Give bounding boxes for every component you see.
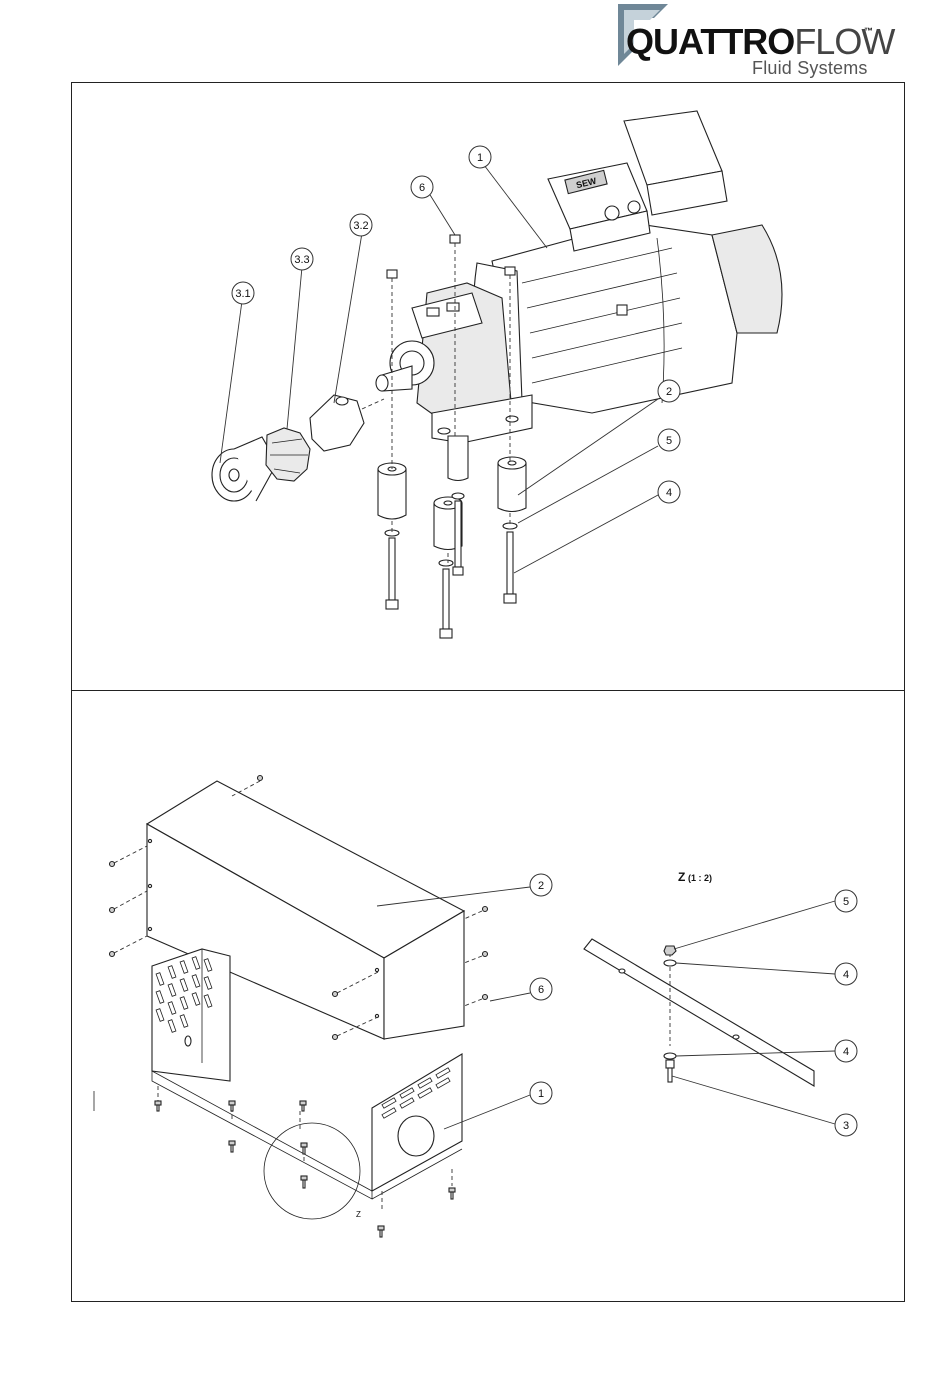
nut-middle (450, 235, 460, 243)
motor-assembly-drawing: SEW (72, 83, 906, 693)
svg-text:4: 4 (843, 1046, 849, 1058)
coupling-spider-3-3 (266, 428, 310, 481)
svg-text:3.1: 3.1 (235, 288, 250, 300)
svg-text:5: 5 (666, 435, 672, 447)
callout-5: 5 (658, 429, 680, 451)
callout-1: 1 (530, 1082, 552, 1104)
logo-brand-light: FLOW (794, 21, 894, 62)
svg-text:1: 1 (538, 1088, 544, 1100)
detail-scale: (1 : 2) (688, 873, 712, 883)
spacer-left (378, 463, 406, 519)
svg-text:3.3: 3.3 (294, 254, 309, 266)
spacer-back (448, 436, 468, 481)
svg-text:4: 4 (843, 969, 849, 981)
svg-text:4: 4 (666, 487, 672, 499)
nut-left (387, 270, 397, 278)
detail-callout-4-upper: 4 (835, 963, 857, 985)
callout-2: 2 (658, 380, 680, 402)
svg-text:3.2: 3.2 (353, 220, 368, 232)
motor-assembly-panel: SEW (71, 82, 905, 692)
detail-z-marker: Z (264, 1123, 361, 1219)
svg-text:3: 3 (843, 1120, 849, 1132)
bolt-left (385, 530, 399, 609)
detail-callout-5: 5 (835, 890, 857, 912)
svg-text:2: 2 (666, 386, 672, 398)
svg-text:Z: Z (356, 1210, 361, 1219)
callout-3-2: 3.2 (350, 214, 372, 236)
logo-brand-bold: QUATTRO (626, 21, 794, 62)
svg-text:1: 1 (477, 152, 483, 164)
detail-title: Z (678, 870, 685, 884)
guard-assembly-panel: Z 2 6 1 Z (1 : 2) 5 (71, 690, 905, 1302)
logo-trademark: ™ (864, 26, 873, 36)
detail-callout-3: 3 (835, 1114, 857, 1136)
svg-text:2: 2 (538, 880, 544, 892)
quattroflow-logo: QUATTROFLOW ™ Fluid Systems (614, 0, 904, 80)
callout-6: 6 (530, 978, 552, 1000)
guard-assembly-drawing: Z 2 6 1 Z (1 : 2) 5 (72, 691, 906, 1303)
motor-body: SEW (473, 111, 782, 413)
callout-2: 2 (530, 874, 552, 896)
callout-6: 6 (411, 176, 433, 198)
coupling-hub-3-2 (310, 395, 364, 451)
detail-callout-4-lower: 4 (835, 1040, 857, 1062)
spacer-right (498, 457, 526, 512)
callout-3-3: 3.3 (291, 248, 313, 270)
callout-4: 4 (658, 481, 680, 503)
logo-subtitle: Fluid Systems (752, 58, 868, 79)
svg-text:6: 6 (419, 182, 425, 194)
callout-1: 1 (469, 146, 491, 168)
detail-z-view: Z (1 : 2) 5 4 4 3 (584, 870, 857, 1136)
svg-text:6: 6 (538, 984, 544, 996)
svg-text:5: 5 (843, 896, 849, 908)
callout-3-1: 3.1 (232, 282, 254, 304)
nut-right (505, 267, 515, 275)
bolt-right (503, 523, 517, 603)
bolt-middle (439, 560, 453, 638)
